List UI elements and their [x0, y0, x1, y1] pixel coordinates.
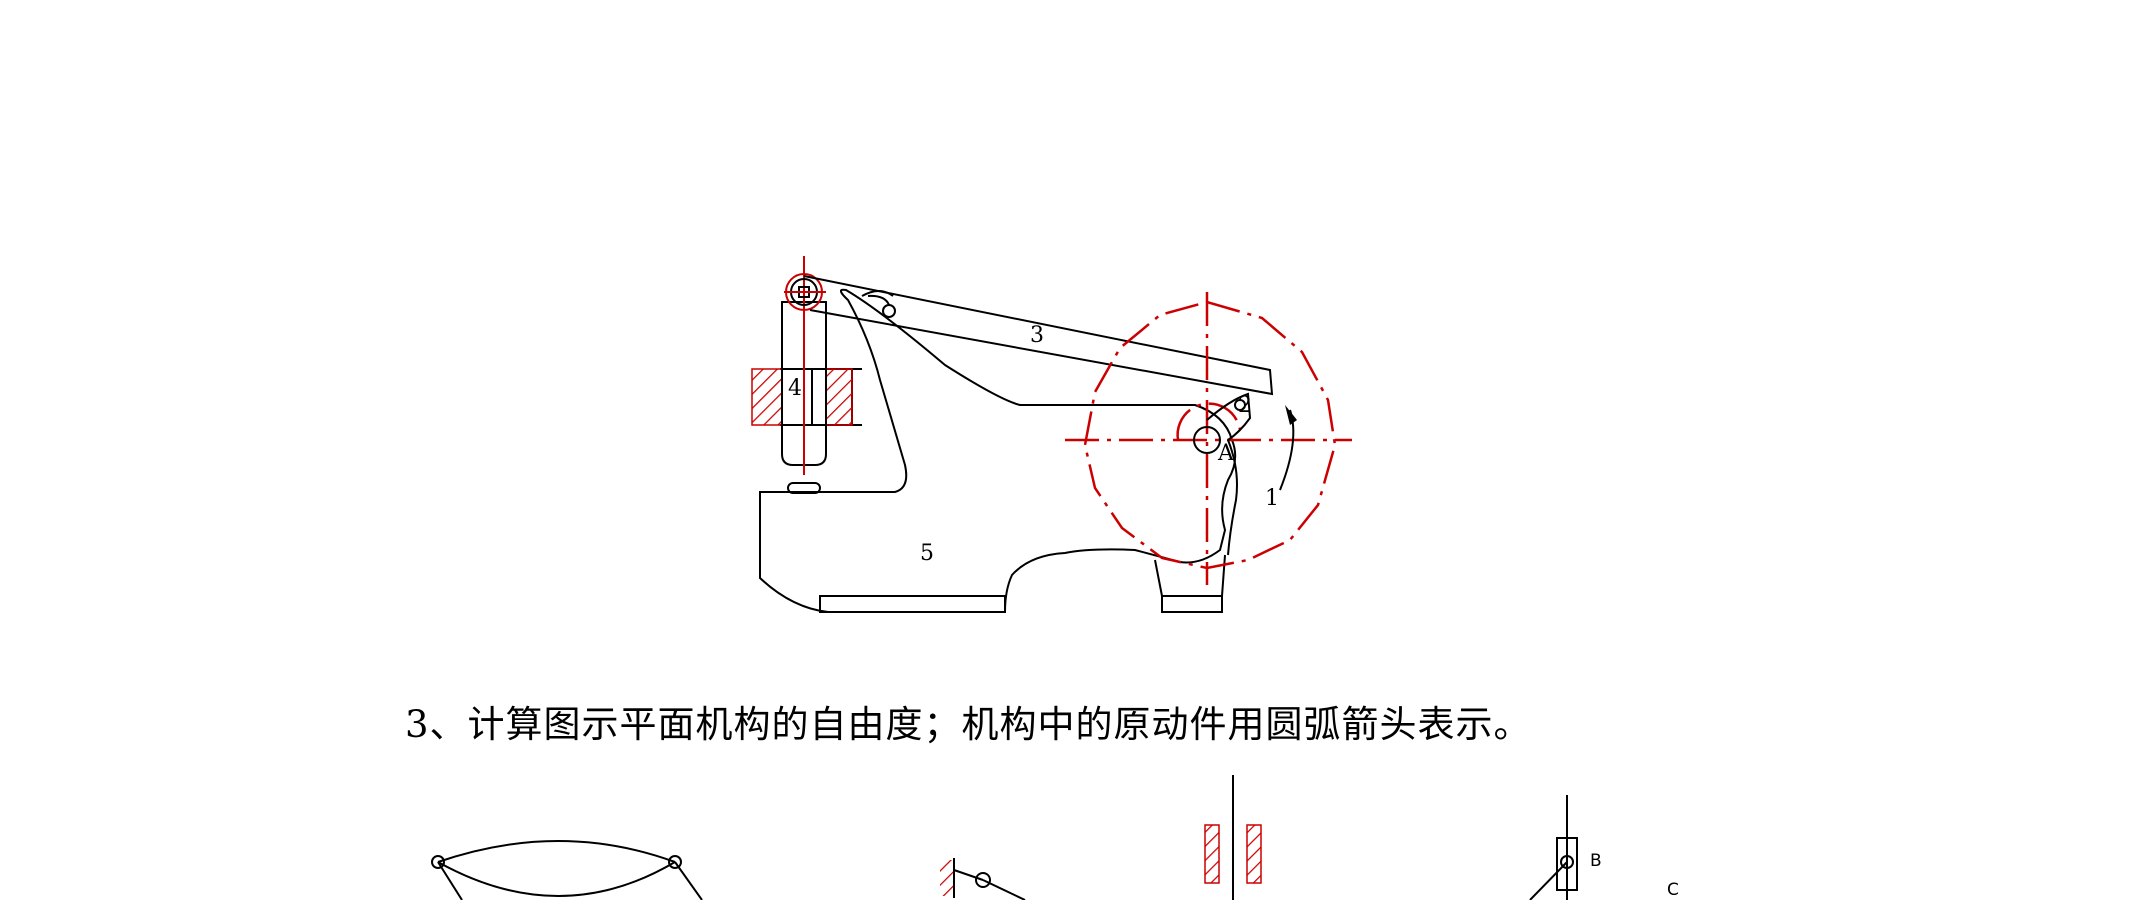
lower-left-bar-2	[674, 861, 703, 900]
guide-hatch-left	[751, 368, 783, 426]
question-text: 3、计算图示平面机构的自由度；机构中的原动件用圆弧箭头表示。	[405, 703, 1532, 746]
lever-3	[803, 275, 1274, 396]
crank-2	[1206, 392, 1252, 441]
crank-center-A	[1193, 426, 1221, 454]
frame-5-body	[759, 288, 1237, 613]
label-point-C: C	[1667, 880, 1679, 900]
lower-mechanisms: B C	[431, 775, 1679, 900]
lower-mid-bar-1	[953, 869, 984, 881]
punch-press-diagram: 3 4 5 2 A 1	[751, 256, 1352, 613]
frame-5-foot-right	[1161, 595, 1223, 613]
lower-right-bar	[1529, 861, 1568, 900]
inner-dashed-arc	[1176, 402, 1242, 441]
lower-mid-pivot	[975, 872, 991, 888]
lower-guide-hatch-right	[1246, 824, 1262, 884]
lower-mid-ground-hatch	[940, 860, 954, 896]
label-link-2: 2	[1238, 393, 1252, 418]
lower-left-joint-2	[668, 855, 682, 869]
label-link-4: 4	[788, 376, 802, 401]
lower-mid-bar-2	[982, 879, 1026, 900]
lower-left-arc-2	[437, 840, 676, 863]
ram-4	[781, 301, 827, 466]
frame-5-foot-right-link	[1154, 554, 1226, 597]
lower-left-arc-1	[437, 861, 676, 897]
frame-5-foot-left	[819, 595, 1006, 613]
lever-3-frame-link	[867, 294, 890, 306]
lower-guide-hatch-left	[1204, 824, 1220, 884]
label-link-5: 5	[920, 541, 934, 566]
workpiece	[787, 482, 821, 494]
lower-left-bar-1	[437, 861, 463, 900]
lower-right-joint-B	[1560, 855, 1574, 869]
crank-pin	[1234, 399, 1246, 411]
label-point-B: B	[1590, 851, 1602, 871]
label-link-3: 3	[1030, 323, 1044, 348]
lower-right-slider-B	[1556, 837, 1578, 891]
frame-right-support	[1227, 439, 1238, 556]
guide-hatch-right	[825, 368, 853, 426]
label-link-1: 1	[1265, 486, 1279, 511]
lever-3-pivot	[882, 304, 896, 318]
rotation-arrow-head-icon	[1285, 405, 1297, 425]
lower-left-joint-1	[431, 855, 445, 869]
wheel-1-outline	[1083, 300, 1337, 570]
